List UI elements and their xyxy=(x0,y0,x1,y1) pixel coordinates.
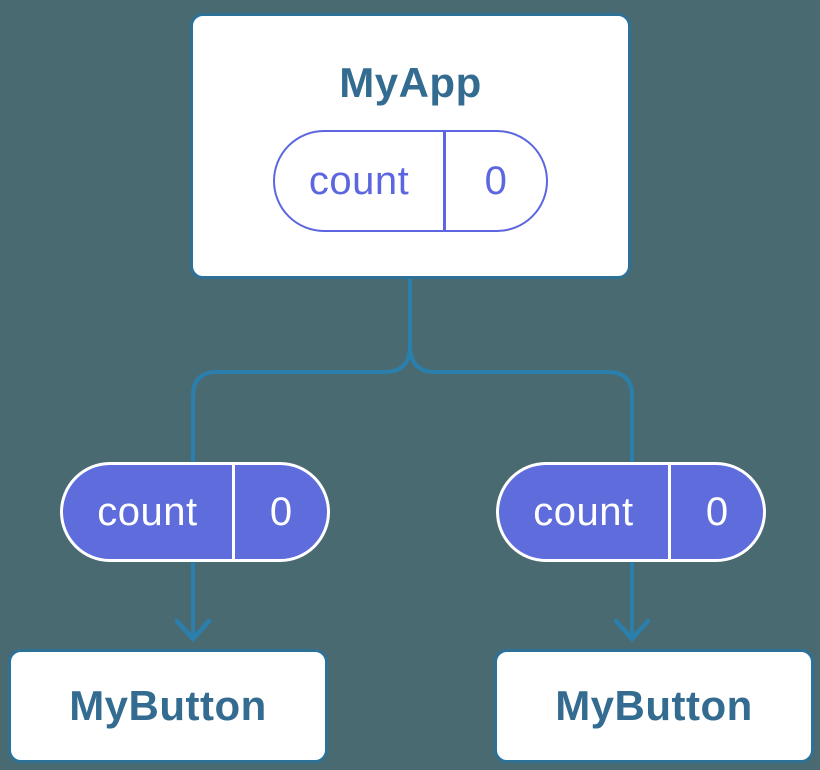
right-arrow-down-icon xyxy=(613,618,651,643)
left-prop-pill: count 0 xyxy=(60,462,330,562)
root-state-value: 0 xyxy=(484,158,507,203)
root-state-key: count xyxy=(308,158,410,203)
left-card-title: MyButton xyxy=(69,681,267,729)
right-card-title: MyButton xyxy=(555,681,753,729)
left-prop-key: count xyxy=(97,489,198,534)
right-prop-key: count xyxy=(533,489,634,534)
right-mybutton-card: MyButton xyxy=(494,649,814,763)
left-mybutton-card: MyButton xyxy=(8,649,328,763)
right-prop-value: 0 xyxy=(705,489,729,534)
pill-divider xyxy=(667,465,671,559)
myapp-card: MyApp count 0 xyxy=(190,13,631,279)
pill-divider xyxy=(443,132,446,231)
left-prop-value: 0 xyxy=(269,489,293,534)
pill-divider xyxy=(231,465,235,559)
left-branch-line xyxy=(191,343,412,639)
root-state-pill: count 0 xyxy=(273,130,548,233)
left-arrow-down-icon xyxy=(174,618,212,643)
right-branch-line xyxy=(408,343,634,639)
right-prop-pill: count 0 xyxy=(496,462,766,562)
root-card-title: MyApp xyxy=(339,59,482,106)
